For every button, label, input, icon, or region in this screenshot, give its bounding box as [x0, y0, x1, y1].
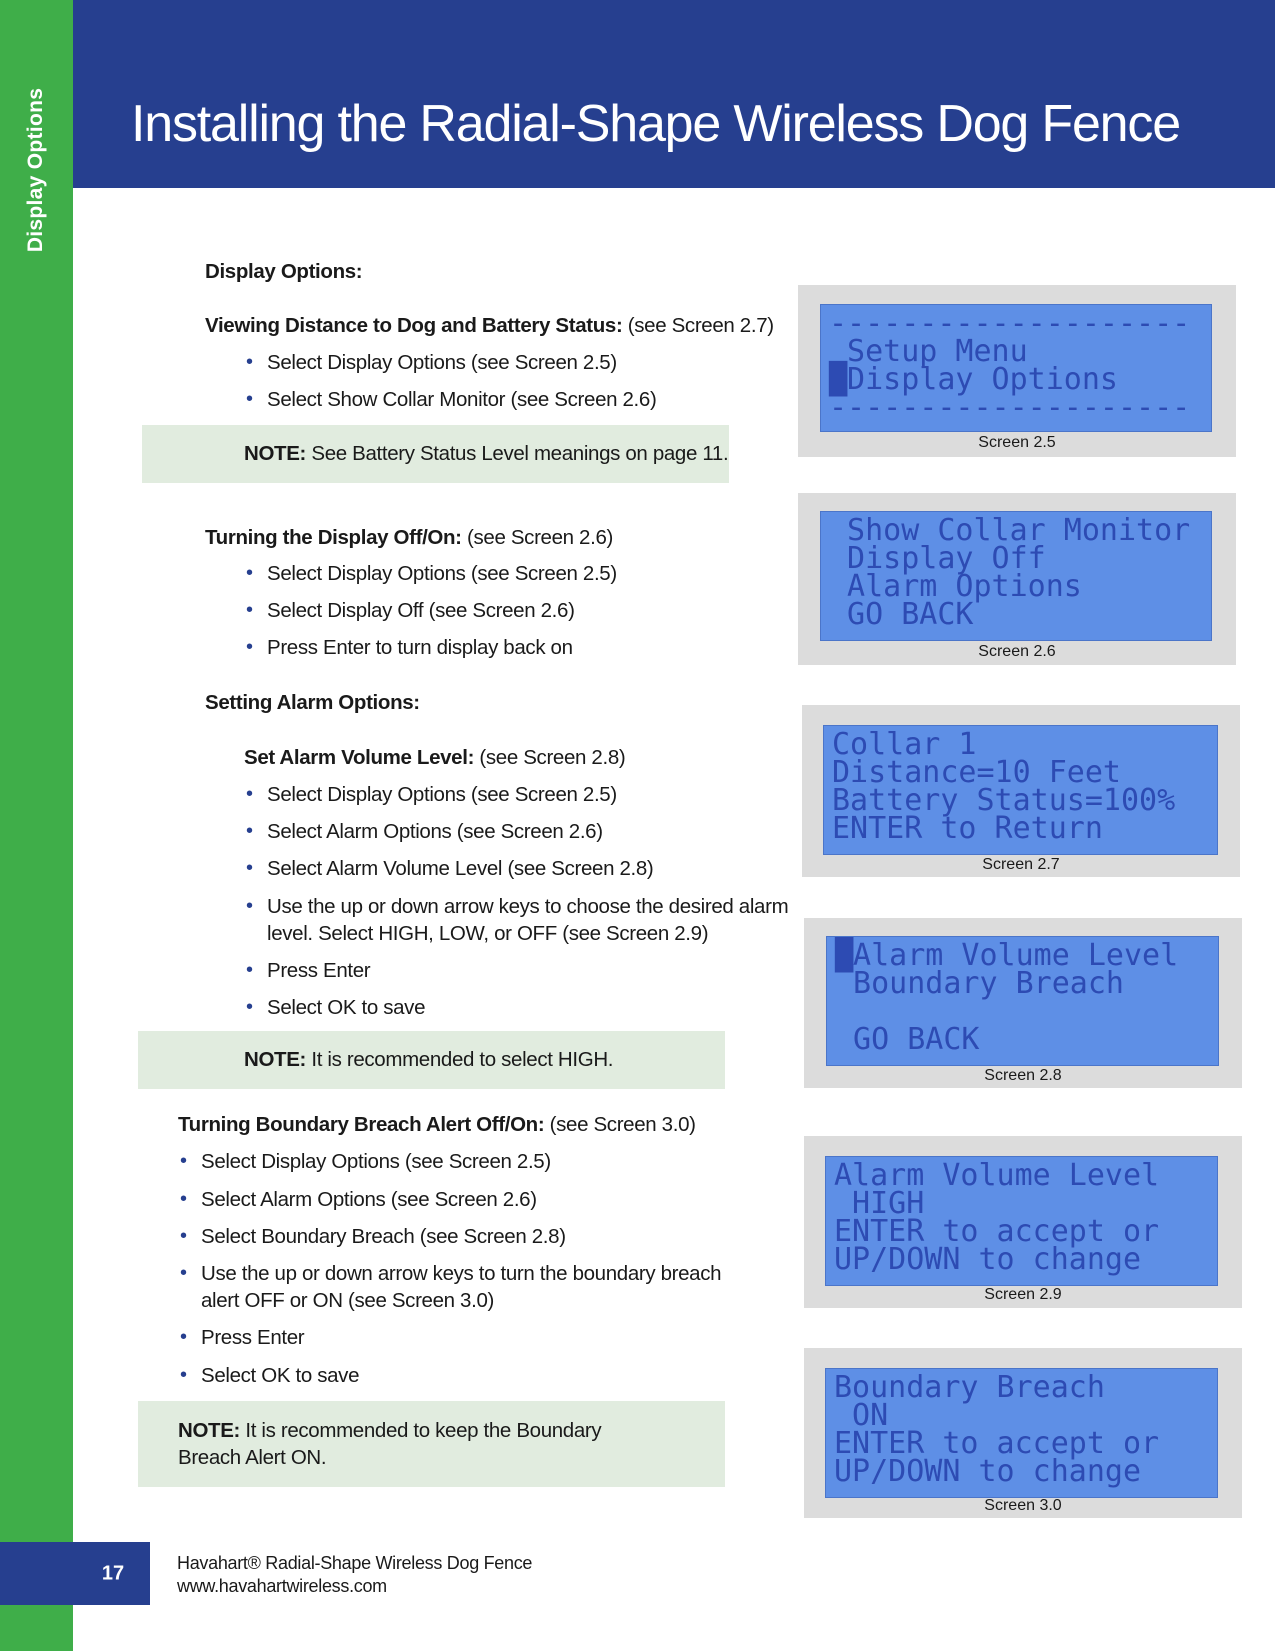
- sec4-bullet: Use the up or down arrow keys to choose …: [246, 893, 789, 947]
- screen-image: Alarm Volume Level HIGH ENTER to accept …: [804, 1136, 1242, 1308]
- sec1-bullet: Select Display Options (see Screen 2.5): [246, 349, 617, 376]
- lcd-display: Boundary Breach ON ENTER to accept or UP…: [825, 1368, 1218, 1498]
- sec1-title: Viewing Distance to Dog and Battery Stat…: [205, 314, 623, 337]
- sec2-title: Turning the Display Off/On:: [205, 526, 462, 549]
- sec1-bullet: Select Show Collar Monitor (see Screen 2…: [246, 386, 657, 413]
- footer-website: www.havahartwireless.com: [177, 1576, 387, 1596]
- sec5-ref: (see Screen 3.0): [544, 1113, 696, 1136]
- sec4-bullet: Select Alarm Volume Level (see Screen 2.…: [246, 855, 654, 882]
- section-heading: Display Options:: [205, 260, 363, 283]
- sec5-title: Turning Boundary Breach Alert Off/On:: [178, 1113, 545, 1136]
- sec5-bullet: Select Alarm Options (see Screen 2.6): [180, 1186, 537, 1213]
- lcd-display: Alarm Volume Level HIGH ENTER to accept …: [825, 1156, 1218, 1286]
- bullet-line: Use the up or down arrow keys to turn th…: [201, 1262, 722, 1285]
- screen-caption: Screen 2.5: [978, 434, 1056, 451]
- note-body: It is recommended to keep the Boundary: [240, 1419, 602, 1442]
- side-color-bar: [0, 0, 73, 1651]
- sec2-bullet: Press Enter to turn display back on: [246, 634, 573, 661]
- sec5-bullet: Use the up or down arrow keys to turn th…: [180, 1260, 722, 1314]
- note-text: NOTE: It is recommended to keep the Boun…: [178, 1417, 602, 1471]
- sec5-bullet: Press Enter: [180, 1324, 305, 1351]
- footer-product: Havahart® Radial-Shape Wireless Dog Fenc…: [177, 1553, 533, 1573]
- page-number-box: [0, 1542, 150, 1605]
- note-box: NOTE: See Battery Status Level meanings …: [142, 425, 729, 483]
- sec5-bullet: Select OK to save: [180, 1362, 359, 1389]
- sec4-bullet: Select Alarm Options (see Screen 2.6): [246, 818, 603, 845]
- sec4-bullet: Select OK to save: [246, 994, 425, 1021]
- lcd-display: Show Collar Monitor Display Off Alarm Op…: [820, 511, 1212, 641]
- sec4-bullet: Press Enter: [246, 957, 371, 984]
- sec5-bullet: Select Display Options (see Screen 2.5): [180, 1148, 551, 1175]
- section-tab-label: Display Options: [24, 87, 47, 253]
- sec5-heading: Turning Boundary Breach Alert Off/On: (s…: [178, 1111, 696, 1138]
- page-title: Installing the Radial-Shape Wireless Dog…: [131, 95, 1181, 153]
- sec1-heading: Viewing Distance to Dog and Battery Stat…: [205, 312, 774, 339]
- screen-image: Boundary Breach ON ENTER to accept or UP…: [804, 1348, 1242, 1518]
- screen-caption: Screen 2.8: [984, 1067, 1062, 1084]
- screen-image: Collar 1 Distance=10 Feet Battery Status…: [802, 705, 1240, 877]
- note-label: NOTE:: [178, 1419, 241, 1442]
- screen-caption: Screen 3.0: [984, 1497, 1062, 1514]
- screen-caption: Screen 2.9: [984, 1286, 1062, 1303]
- sec2-bullet: Select Display Options (see Screen 2.5): [246, 560, 617, 587]
- sec3-heading: Setting Alarm Options:: [205, 691, 420, 714]
- page-number: 17: [101, 1562, 125, 1585]
- sec5-bullet: Select Boundary Breach (see Screen 2.8): [180, 1223, 566, 1250]
- screen-image: Show Collar Monitor Display Off Alarm Op…: [798, 493, 1236, 665]
- bullet-line: Use the up or down arrow keys to choose …: [267, 895, 789, 918]
- sec1-ref: (see Screen 2.7): [622, 314, 774, 337]
- note-body: It is recommended to select HIGH.: [306, 1048, 614, 1071]
- note-text: NOTE: See Battery Status Level meanings …: [244, 440, 729, 467]
- screen-caption: Screen 2.7: [982, 856, 1060, 873]
- screen-caption: Screen 2.6: [978, 643, 1056, 660]
- sec4-ref: (see Screen 2.8): [474, 746, 626, 769]
- note-label: NOTE:: [244, 1048, 307, 1071]
- page-header: Installing the Radial-Shape Wireless Dog…: [73, 0, 1275, 188]
- note-box: NOTE: It is recommended to select HIGH.: [138, 1031, 725, 1089]
- screen-image: -------------------- Setup Menu █Display…: [798, 285, 1236, 457]
- note-body: Breach Alert ON.: [178, 1446, 327, 1469]
- bullet-line: alert OFF or ON (see Screen 3.0): [201, 1289, 494, 1312]
- sec2-ref: (see Screen 2.6): [461, 526, 613, 549]
- note-text: NOTE: It is recommended to select HIGH.: [244, 1046, 613, 1073]
- sec4-bullet: Select Display Options (see Screen 2.5): [246, 781, 617, 808]
- lcd-display: Collar 1 Distance=10 Feet Battery Status…: [823, 725, 1218, 855]
- bullet-line: level. Select HIGH, LOW, or OFF (see Scr…: [267, 922, 709, 945]
- sec2-heading: Turning the Display Off/On: (see Screen …: [205, 524, 613, 551]
- note-box: NOTE: It is recommended to keep the Boun…: [138, 1401, 725, 1487]
- sec2-bullet: Select Display Off (see Screen 2.6): [246, 597, 575, 624]
- screen-image: █Alarm Volume Level Boundary Breach GO B…: [804, 918, 1242, 1088]
- lcd-display: -------------------- Setup Menu █Display…: [820, 304, 1212, 432]
- lcd-display: █Alarm Volume Level Boundary Breach GO B…: [826, 936, 1219, 1066]
- sec4-heading: Set Alarm Volume Level: (see Screen 2.8): [244, 744, 626, 771]
- sec4-title: Set Alarm Volume Level:: [244, 746, 475, 769]
- note-body: See Battery Status Level meanings on pag…: [306, 442, 729, 465]
- note-label: NOTE:: [244, 442, 307, 465]
